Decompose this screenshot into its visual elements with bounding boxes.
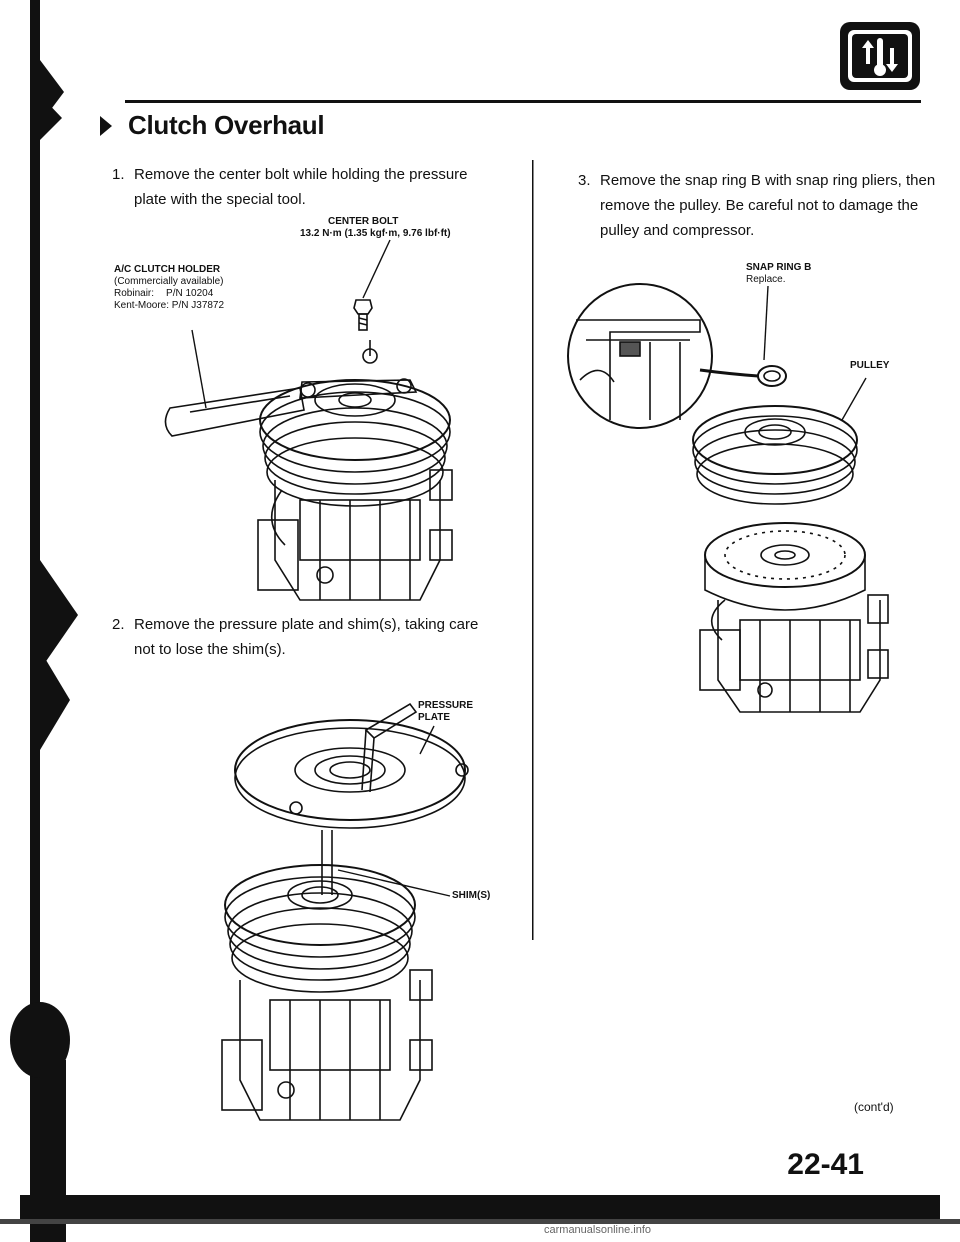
step-3-line-2: remove the pulley. Be careful not to dam… bbox=[600, 197, 919, 214]
step-2-number: 2. bbox=[112, 616, 125, 633]
ac-clutch-holder-note: (Commercially available) bbox=[114, 276, 224, 287]
ac-clutch-holder-callout: A/C CLUTCH HOLDER (Commercially availabl… bbox=[114, 264, 224, 312]
step-2-line-2: not to lose the shim(s). bbox=[134, 641, 286, 658]
watermark: carmanualsonline.info bbox=[544, 1224, 652, 1236]
column-divider bbox=[532, 160, 534, 940]
snap-ring-label: SNAP RING B bbox=[746, 262, 812, 273]
illustration-snap-ring-pulley bbox=[567, 283, 889, 713]
robinair-label: Robinair: bbox=[114, 288, 155, 299]
step-2-line-1: Remove the pressure plate and shim(s), t… bbox=[134, 616, 479, 633]
center-bolt-label: CENTER BOLT bbox=[328, 216, 399, 227]
leader-lines-3 bbox=[763, 285, 867, 421]
step-2: 2. Remove the pressure plate and shim(s),… bbox=[112, 612, 478, 662]
pressure-plate-label-1: PRESSURE bbox=[418, 700, 474, 711]
shims-label: SHIM(S) bbox=[452, 890, 491, 901]
pressure-plate-label-2: PLATE bbox=[418, 712, 451, 723]
illustration-pressure-plate-removal bbox=[221, 702, 469, 1121]
snap-ring-callout: SNAP RING B Replace. bbox=[746, 262, 811, 286]
step-1-number: 1. bbox=[112, 166, 125, 183]
ac-clutch-holder-label: A/C CLUTCH HOLDER bbox=[114, 264, 221, 275]
step-1-line-2: plate with the special tool. bbox=[134, 191, 306, 208]
step-3-number: 3. bbox=[578, 172, 591, 189]
ac-thermometer-icon bbox=[840, 22, 920, 90]
step-1-line-1: Remove the center bolt while holding the… bbox=[134, 166, 468, 183]
header-rule bbox=[125, 100, 921, 103]
section-title: Clutch Overhaul bbox=[128, 110, 325, 140]
title-arrow-icon bbox=[100, 116, 112, 136]
leader-lines-2 bbox=[337, 725, 451, 897]
step-3-line-3: pulley and compressor. bbox=[600, 222, 755, 239]
pulley-label: PULLEY bbox=[850, 360, 890, 371]
step-1: 1. Remove the center bolt while holding t… bbox=[112, 162, 468, 212]
step-3: 3. Remove the snap ring B with snap ring … bbox=[578, 168, 935, 243]
page-number: 22-41 bbox=[787, 1148, 864, 1181]
robinair-part-number: P/N 10204 bbox=[166, 288, 214, 299]
illustration-center-bolt-removal bbox=[164, 299, 453, 601]
continued-note: (cont'd) bbox=[854, 1100, 894, 1114]
snap-ring-note: Replace. bbox=[746, 274, 786, 285]
pressure-plate-callout: PRESSURE PLATE bbox=[418, 700, 473, 724]
leader-lines-1 bbox=[191, 239, 391, 409]
step-3-line-1: Remove the snap ring B with snap ring pl… bbox=[600, 172, 936, 189]
kent-moore-part-number: Kent-Moore: P/N J37872 bbox=[114, 300, 225, 311]
center-bolt-torque: 13.2 N·m (1.35 kgf·m, 9.76 lbf·ft) bbox=[300, 228, 451, 239]
